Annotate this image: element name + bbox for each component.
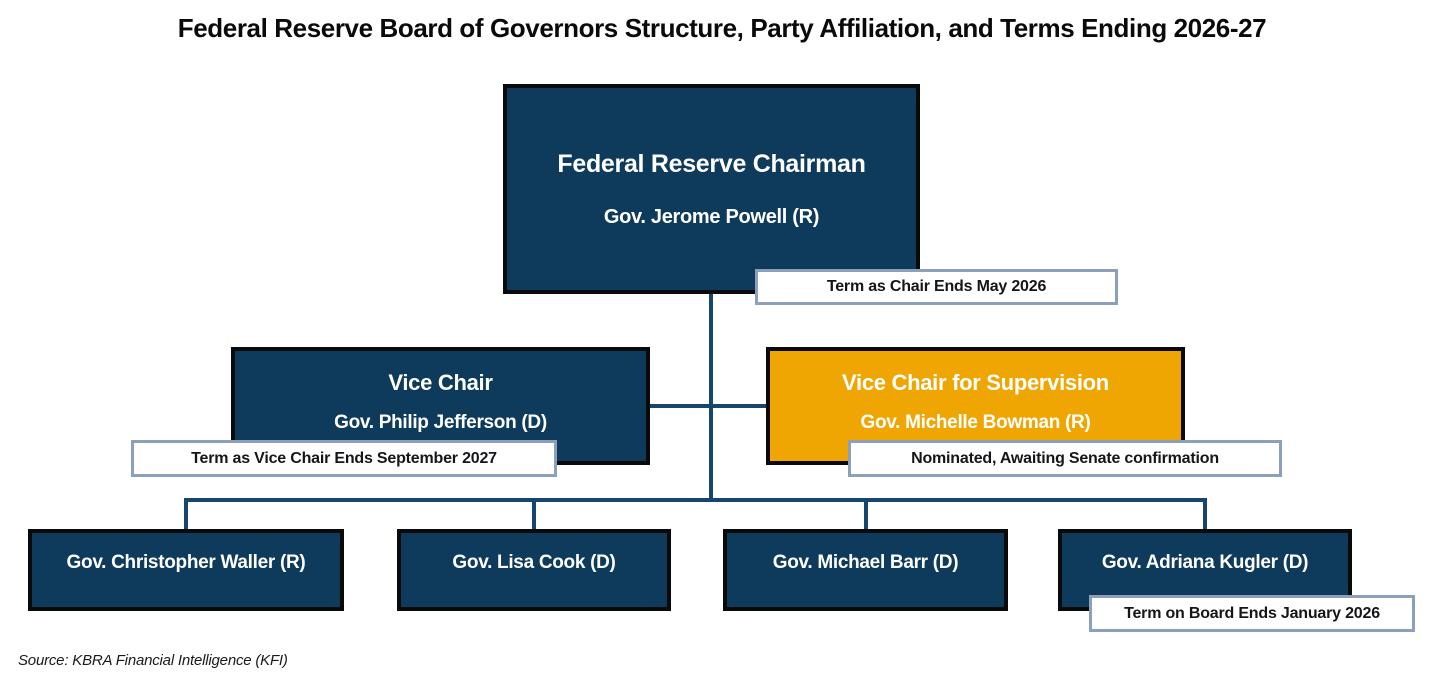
- governor-kugler-term-callout: Term on Board Ends January 2026: [1089, 595, 1415, 632]
- connector-drop-barr: [864, 498, 868, 529]
- vice-chair-supervision-status-callout: Nominated, Awaiting Senate confirmation: [848, 440, 1282, 477]
- vice-chair-supervision-role-label: Vice Chair for Supervision: [842, 370, 1109, 395]
- connector-vice-chairs-horizontal: [650, 404, 766, 408]
- vice-chair-term-text: Term as Vice Chair Ends September 2027: [191, 449, 497, 467]
- connector-governors-horizontal: [184, 498, 1207, 502]
- vice-chair-role-label: Vice Chair: [388, 370, 493, 395]
- chairman-name-label: Gov. Jerome Powell (R): [603, 205, 820, 228]
- governor-box-waller: Gov. Christopher Waller (R): [28, 529, 344, 611]
- vice-chair-name-label: Gov. Philip Jefferson (D): [334, 412, 547, 433]
- vice-chair-supervision-status-text: Nominated, Awaiting Senate confirmation: [911, 449, 1219, 467]
- chairman-term-text: Term as Chair Ends May 2026: [826, 278, 1047, 295]
- connector-drop-kugler: [1203, 498, 1207, 529]
- governor-box-barr: Gov. Michael Barr (D): [723, 529, 1008, 611]
- chairman-role-label: Federal Reserve Chairman: [557, 149, 866, 178]
- connector-trunk-vertical: [709, 293, 713, 500]
- chairman-box: Federal Reserve Chairman Gov. Jerome Pow…: [503, 84, 920, 294]
- vice-chair-term-callout: Term as Vice Chair Ends September 2027: [131, 440, 557, 477]
- governor-kugler-name-label: Gov. Adriana Kugler (D): [1101, 552, 1309, 573]
- governor-waller-name-label: Gov. Christopher Waller (R): [66, 552, 306, 573]
- vice-chair-supervision-name-label: Gov. Michelle Bowman (R): [860, 412, 1091, 433]
- chart-title: Federal Reserve Board of Governors Struc…: [177, 13, 1267, 43]
- source-note: Source: KBRA Financial Intelligence (KFI…: [18, 652, 288, 669]
- chairman-term-callout: Term as Chair Ends May 2026: [755, 269, 1118, 305]
- connector-drop-cook: [532, 498, 536, 529]
- governor-kugler-term-text: Term on Board Ends January 2026: [1124, 604, 1380, 622]
- governor-cook-name-label: Gov. Lisa Cook (D): [452, 552, 616, 573]
- connector-drop-waller: [184, 498, 188, 529]
- governor-barr-name-label: Gov. Michael Barr (D): [772, 552, 959, 573]
- governor-box-cook: Gov. Lisa Cook (D): [397, 529, 671, 611]
